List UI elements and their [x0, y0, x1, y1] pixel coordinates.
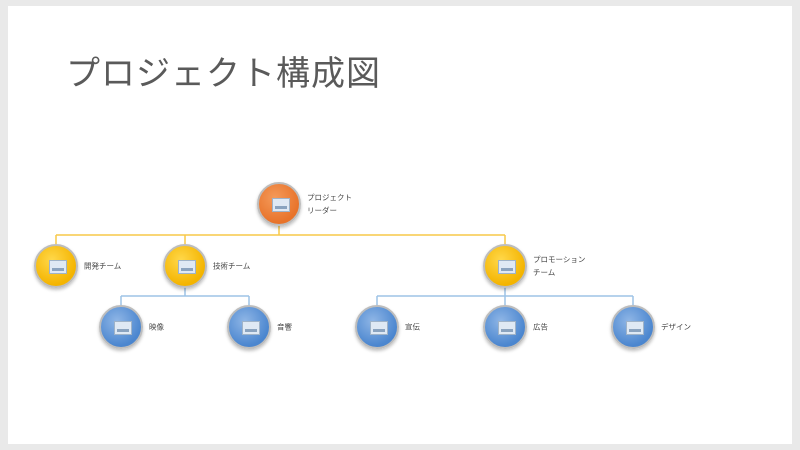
slide: プロジェクト構成図 プロジェクト リーダー 開発チーム	[8, 6, 792, 444]
node-circle	[611, 305, 655, 349]
node-circle	[99, 305, 143, 349]
node-tech-team: 技術チーム	[163, 244, 250, 288]
picture-icon	[178, 260, 196, 274]
picture-icon	[498, 260, 516, 274]
node-label: 映像	[149, 322, 164, 332]
node-promo-team: プロモーション チーム	[483, 244, 585, 288]
page-title: プロジェクト構成図	[66, 54, 381, 94]
picture-icon	[49, 260, 67, 274]
node-ad: 広告	[483, 305, 548, 349]
node-circle	[163, 244, 207, 288]
picture-icon	[626, 321, 644, 335]
node-design: デザイン	[611, 305, 691, 349]
node-video: 映像	[99, 305, 164, 349]
node-label: 音響	[277, 322, 292, 332]
node-label: 広告	[533, 322, 548, 332]
node-label: 開発チーム	[84, 261, 122, 271]
picture-icon	[114, 321, 132, 335]
node-circle	[257, 182, 301, 226]
node-label: 技術チーム	[213, 261, 251, 271]
node-circle	[483, 244, 527, 288]
node-circle	[355, 305, 399, 349]
picture-icon	[242, 321, 260, 335]
node-circle	[483, 305, 527, 349]
picture-icon	[272, 198, 290, 212]
node-circle	[34, 244, 78, 288]
picture-icon	[498, 321, 516, 335]
node-pr: 宣伝	[355, 305, 420, 349]
org-chart-connectors	[55, 226, 634, 305]
picture-icon	[370, 321, 388, 335]
node-dev-team: 開発チーム	[34, 244, 121, 288]
node-project-leader: プロジェクト リーダー	[257, 182, 352, 226]
node-label: プロジェクト リーダー	[307, 193, 352, 215]
node-sound: 音響	[227, 305, 292, 349]
node-circle	[227, 305, 271, 349]
node-label: デザイン	[661, 322, 691, 332]
node-label: 宣伝	[405, 322, 420, 332]
node-label: プロモーション チーム	[533, 255, 586, 277]
